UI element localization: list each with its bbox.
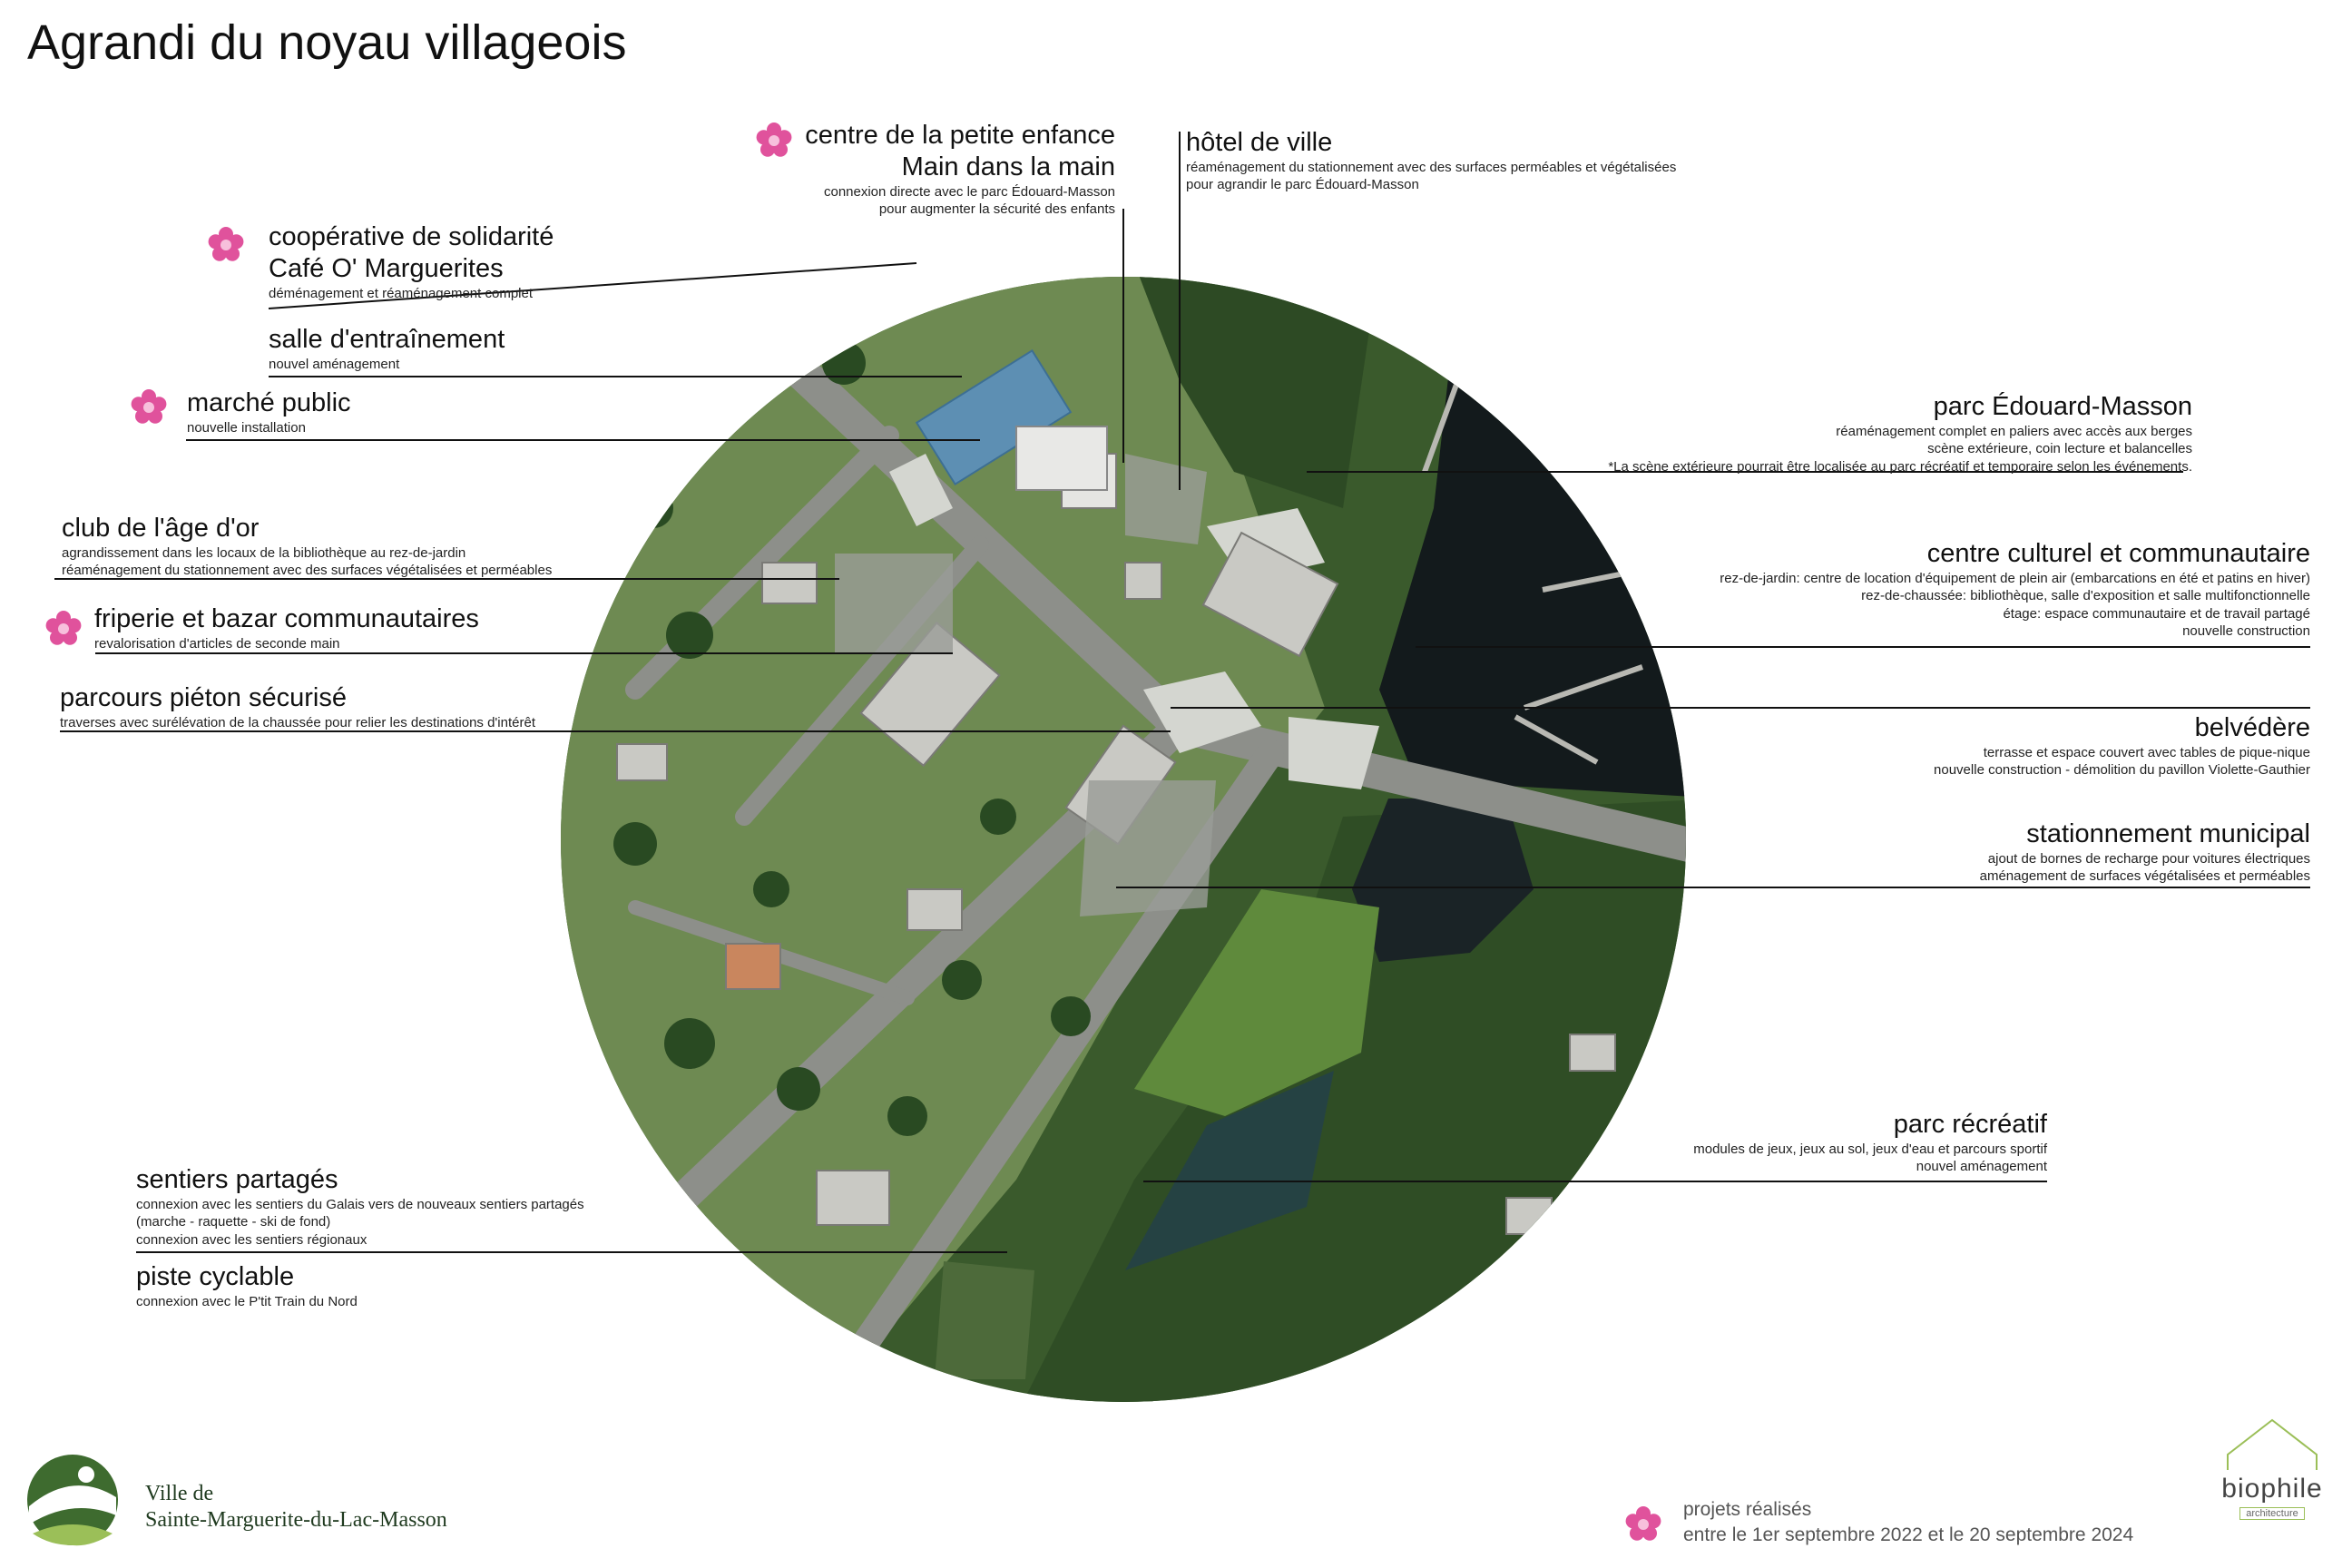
house-outline-icon bbox=[2227, 1418, 2318, 1470]
label-marche-public: marché public nouvelle installation bbox=[187, 388, 351, 436]
flower-icon bbox=[1625, 1506, 1661, 1541]
flower-icon bbox=[131, 389, 167, 424]
label-parc-recreatif: parc récréatif modules de jeux, jeux au … bbox=[1693, 1110, 2047, 1175]
label-belvedere: belvédère terrasse et espace couvert ave… bbox=[1934, 713, 2310, 779]
label-parc-edouard-masson: parc Édouard-Masson réaménagement comple… bbox=[1608, 392, 2192, 475]
brand-logo: biophile architecture bbox=[2221, 1474, 2323, 1520]
label-centre-culturel: centre culturel et communautaire rez-de-… bbox=[1720, 539, 2310, 640]
label-cpe: centre de la petite enfance Main dans la… bbox=[805, 121, 1115, 218]
flower-icon bbox=[756, 122, 792, 157]
label-stationnement-municipal: stationnement municipal ajout de bornes … bbox=[1979, 819, 2310, 885]
flower-icon bbox=[45, 611, 82, 645]
legend: projets réalisés entre le 1er septembre … bbox=[1683, 1499, 2134, 1546]
label-club-age-dor: club de l'âge d'or agrandissement dans l… bbox=[62, 514, 553, 579]
flower-icon bbox=[208, 227, 244, 261]
label-parcours-pieton: parcours piéton sécurisé traverses avec … bbox=[60, 683, 535, 730]
label-hotel-de-ville: hôtel de ville réaménagement du stationn… bbox=[1186, 128, 1677, 193]
municipal-logo-icon bbox=[27, 1455, 118, 1546]
label-friperie: friperie et bazar communautaires revalor… bbox=[94, 604, 479, 652]
label-cooperative: coopérative de solidarité Café O' Margue… bbox=[269, 222, 554, 301]
leader-lines bbox=[54, 132, 2310, 1253]
municipality-name: Ville de Sainte-Marguerite-du-Lac-Masson bbox=[145, 1482, 447, 1532]
page-title: Agrandi du noyau villageois bbox=[27, 15, 627, 70]
label-sentiers-partages: sentiers partagés connexion avec les sen… bbox=[136, 1165, 584, 1248]
aerial-map bbox=[561, 277, 1686, 1402]
label-piste-cyclable: piste cyclable connexion avec le P'tit T… bbox=[136, 1262, 358, 1309]
label-salle-entrainement: salle d'entraînement nouvel aménagement bbox=[269, 325, 505, 372]
